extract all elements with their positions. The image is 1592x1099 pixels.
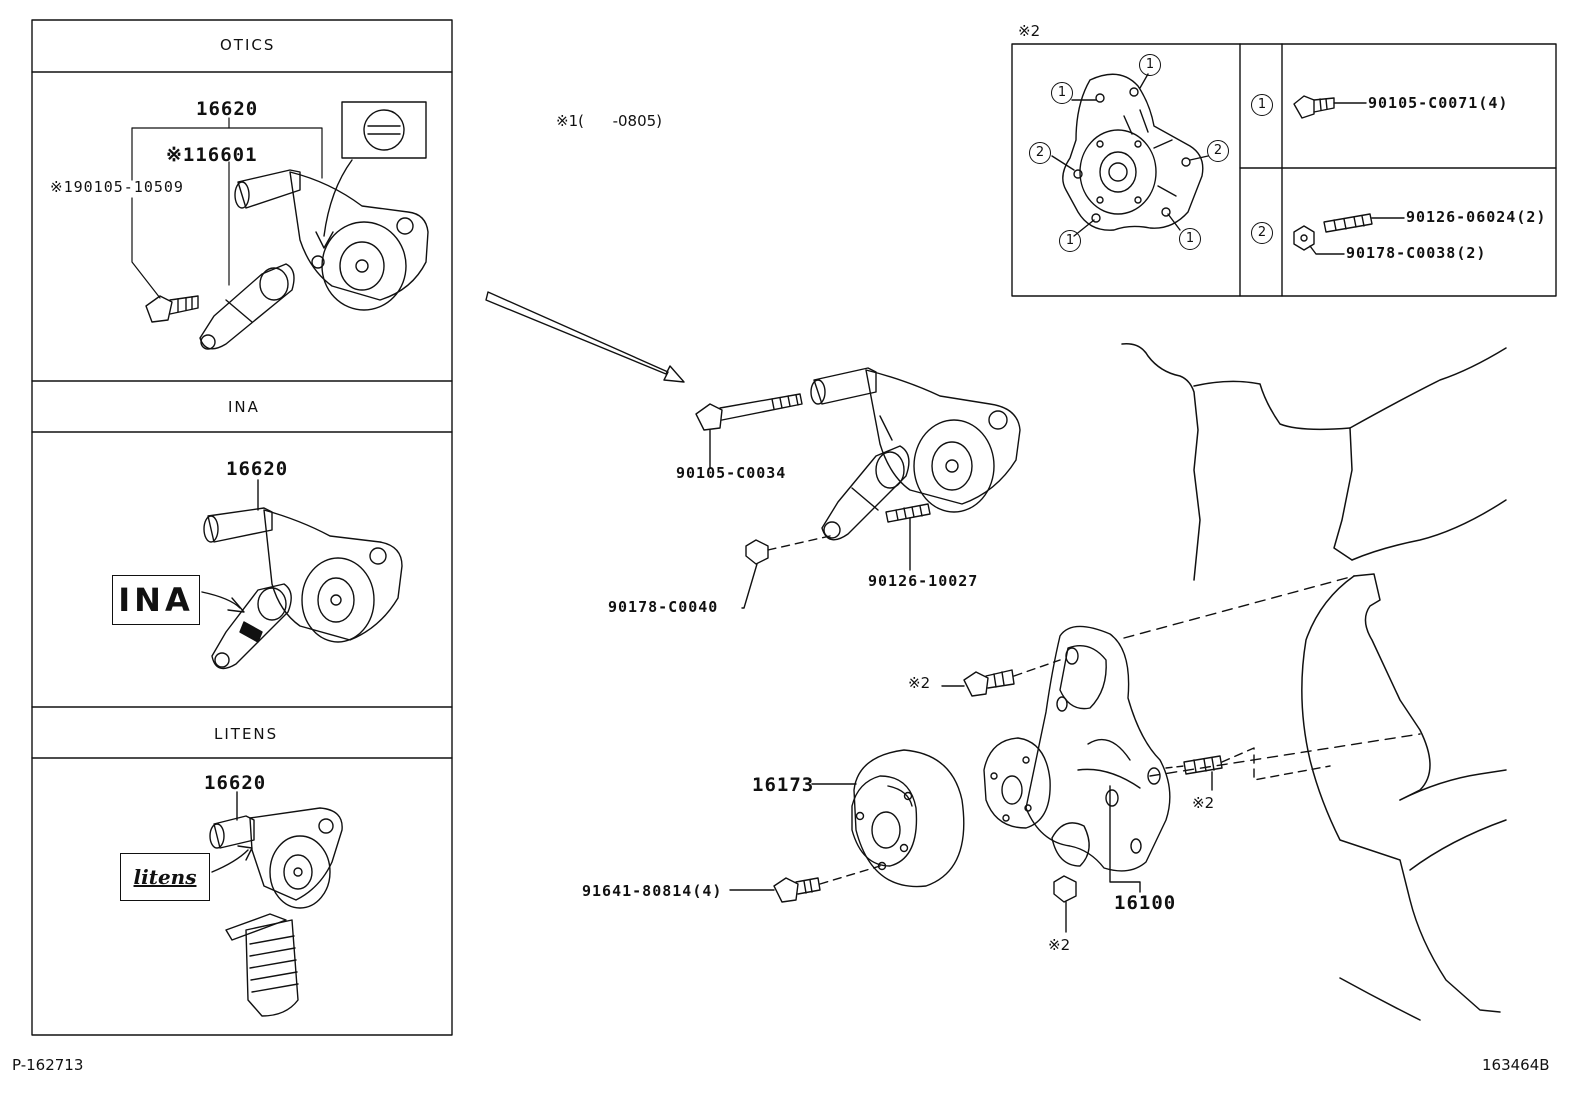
note-2-title: ※2 (1018, 22, 1041, 40)
pump-fasteners (941, 575, 1421, 933)
water-pump-number: 16100 (1114, 892, 1177, 914)
pulley-bolt-number: 91641-80814(4) (582, 882, 723, 900)
pump-marker: 1 (1051, 82, 1073, 104)
pump-marker: 2 (1207, 140, 1229, 162)
nut-number: 90178-C0040 (608, 598, 719, 616)
footer-right-code: 163464B (1482, 1056, 1550, 1074)
table-part-2b: 90178-C0038(2) (1346, 244, 1487, 262)
direction-arrow (485, 291, 685, 383)
table-key-1: 1 (1251, 94, 1273, 116)
main-tensioner-drawing (695, 367, 1021, 609)
detail-table-frame (1011, 43, 1557, 297)
detail-pump-drawing (1051, 73, 1209, 237)
ina-assembly-number: 16620 (226, 458, 289, 480)
ref-stud: ※2 (1192, 794, 1215, 812)
pulley-number: 16173 (752, 774, 815, 796)
engine-block-outline (1121, 343, 1507, 1021)
pulley-drawing (811, 749, 965, 888)
detail-fasteners-drawing (1293, 95, 1405, 255)
otics-leaders (131, 117, 323, 299)
stud-number: 90126-10027 (868, 572, 979, 590)
inset-frame (31, 19, 453, 1036)
pump-marker: 1 (1139, 54, 1161, 76)
otics-header: OTICS (220, 36, 276, 54)
pump-marker: 2 (1029, 142, 1051, 164)
ref-nut: ※2 (1048, 936, 1071, 954)
ina-brand-mark: INA (112, 575, 200, 625)
note-1: ※1( -0805) (556, 112, 663, 130)
water-pump-drawing (983, 625, 1171, 893)
pump-marker: 1 (1179, 228, 1201, 250)
pump-marker: 1 (1059, 230, 1081, 252)
ina-header: INA (228, 398, 260, 416)
litens-brand-mark: litens (120, 853, 210, 901)
footer-left-code: P-162713 (12, 1056, 84, 1074)
otics-bolt-number: ※190105-10509 (50, 178, 184, 196)
table-part-1: 90105-C0071(4) (1368, 94, 1509, 112)
pulley-bolt-drawing (729, 865, 881, 903)
ina-tensioner-drawing (201, 479, 403, 670)
otics-tensioner-drawing (145, 169, 429, 350)
ref-bolt-upper: ※2 (908, 674, 931, 692)
tensioner-bolt-number: 90105-C0034 (676, 464, 787, 482)
litens-header: LITENS (214, 725, 279, 743)
otics-detail-badge (315, 101, 427, 249)
table-key-2: 2 (1251, 222, 1273, 244)
table-part-2a: 90126-06024(2) (1406, 208, 1547, 226)
litens-assembly-number: 16620 (204, 772, 267, 794)
litens-tensioner-drawing (209, 791, 343, 1017)
otics-assembly-number: 16620 (196, 98, 259, 120)
otics-tensioner-number: ※116601 (166, 144, 258, 166)
